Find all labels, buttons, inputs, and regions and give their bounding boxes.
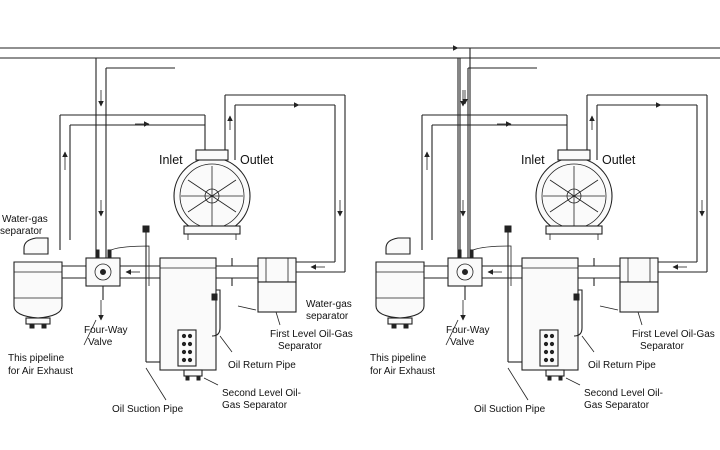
second-level-separator-label-right-1: Second Level Oil- — [584, 388, 663, 399]
water-gas-separator-label-left-2: separator — [0, 226, 43, 237]
first-level-separator-label-right-2: Separator — [640, 341, 685, 352]
oil-suction-pipe-label: Oil Suction Pipe — [112, 404, 184, 415]
air-exhaust-label-right-1: This pipeline — [370, 353, 427, 364]
four-way-valve-label-right-1: Four-Way — [446, 325, 490, 336]
outlet-label-left: Outlet — [240, 153, 274, 167]
air-exhaust-label-2: for Air Exhaust — [8, 366, 73, 377]
outlet-label-right: Outlet — [602, 153, 636, 167]
water-gas-separator-label-mid-1: Water-gas — [306, 299, 352, 310]
unit-left — [0, 48, 470, 400]
water-gas-separator-label-mid-2: separator — [306, 311, 349, 322]
first-level-separator-label-right-1: First Level Oil-Gas — [632, 329, 715, 340]
first-level-separator-label-2: Separator — [278, 341, 323, 352]
second-level-separator-label-right-2: Gas Separator — [584, 400, 650, 411]
four-way-valve-label-2: Valve — [88, 337, 113, 348]
oil-return-pipe-label-right: Oil Return Pipe — [588, 360, 656, 371]
four-way-valve-label-1: Four-Way — [84, 325, 128, 336]
oil-suction-pipe-label-right: Oil Suction Pipe — [474, 404, 546, 415]
air-exhaust-label-1: This pipeline — [8, 353, 65, 364]
second-level-separator-label-1: Second Level Oil- — [222, 388, 301, 399]
inlet-label-right: Inlet — [521, 153, 545, 167]
four-way-valve-label-right-2: Valve — [450, 337, 475, 348]
second-level-separator-label-2: Gas Separator — [222, 400, 288, 411]
water-gas-separator-label-left-1: Water-gas — [2, 214, 48, 225]
first-level-separator-label-1: First Level Oil-Gas — [270, 329, 353, 340]
oil-return-pipe-label: Oil Return Pipe — [228, 360, 296, 371]
air-exhaust-label-right-2: for Air Exhaust — [370, 366, 435, 377]
inlet-label-left: Inlet — [159, 153, 183, 167]
